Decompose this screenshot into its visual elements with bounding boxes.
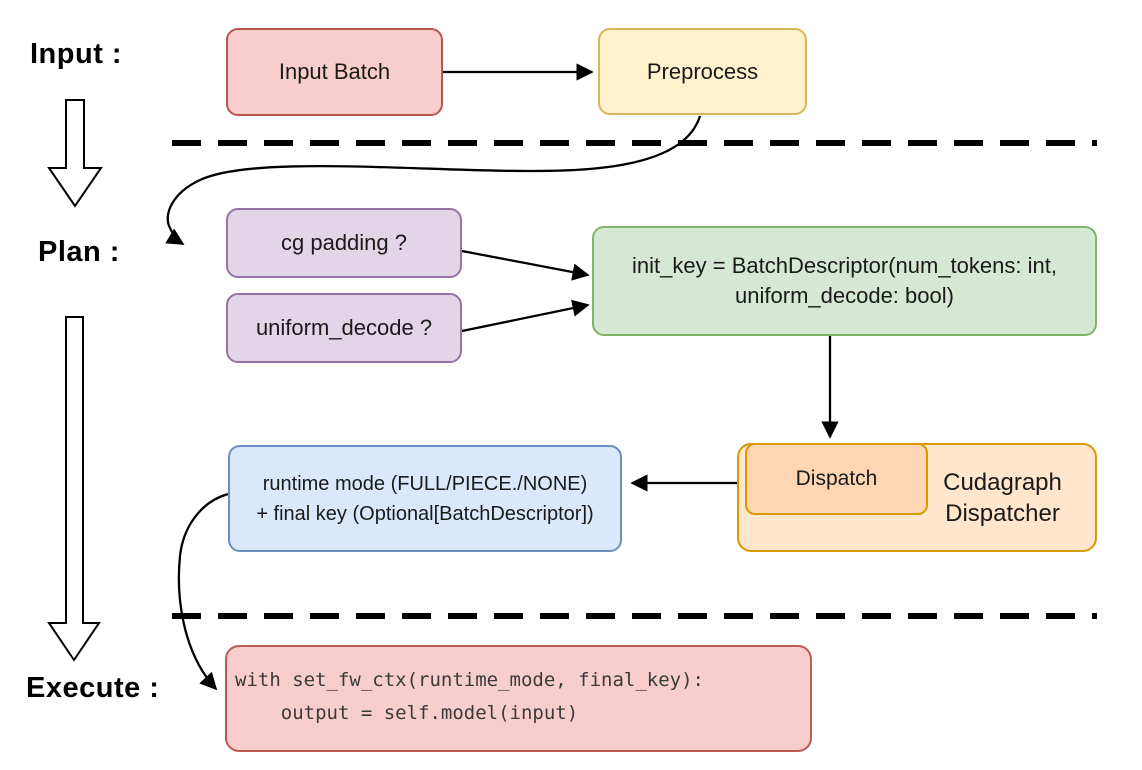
section-label-input: Input : xyxy=(30,38,123,70)
node-init-key-line1: init_key = BatchDescriptor(num_tokens: i… xyxy=(632,253,1057,278)
node-runtime-mode-line2: + final key (Optional[BatchDescriptor]) xyxy=(256,502,594,525)
cudagraph-label-line2: Dispatcher xyxy=(945,499,1060,527)
arrow-uniformdecode-to-initkey xyxy=(461,299,590,333)
execute-code-line1: with set_fw_ctx(runtime_mode, final_key)… xyxy=(235,669,704,691)
node-init-key: init_key = BatchDescriptor(num_tokens: i… xyxy=(592,226,1097,336)
node-cudagraph-dispatcher-label: Cudagraph Dispatcher xyxy=(910,467,1095,529)
hollow-arrow-input-to-plan xyxy=(47,99,103,208)
node-input-batch-label: Input Batch xyxy=(278,59,391,85)
execute-code-line2: output = self.model(input) xyxy=(235,702,579,724)
node-cg-padding-label: cg padding ? xyxy=(281,230,407,256)
node-dispatch-label: Dispatch xyxy=(795,467,878,491)
node-dispatch: Dispatch xyxy=(745,443,928,515)
node-execute-code: with set_fw_ctx(runtime_mode, final_key)… xyxy=(225,645,812,752)
node-input-batch: Input Batch xyxy=(226,28,443,116)
node-preprocess-label: Preprocess xyxy=(646,58,759,84)
arrow-runtimemode-to-code xyxy=(177,492,229,691)
hollow-arrow-plan-to-execute xyxy=(47,316,101,662)
section-label-plan: Plan : xyxy=(38,236,120,268)
node-cg-padding: cg padding ? xyxy=(226,208,462,278)
arrow-cgpadding-to-initkey xyxy=(461,249,590,281)
section-label-execute: Execute : xyxy=(26,672,160,704)
node-runtime-mode: runtime mode (FULL/PIECE./NONE) + final … xyxy=(228,445,622,552)
node-runtime-mode-line1: runtime mode (FULL/PIECE./NONE) xyxy=(262,472,588,495)
node-init-key-line2: uniform_decode: bool) xyxy=(735,283,954,308)
node-uniform-decode-label: uniform_decode ? xyxy=(255,315,433,341)
node-preprocess: Preprocess xyxy=(598,28,807,115)
node-uniform-decode: uniform_decode ? xyxy=(226,293,462,363)
cudagraph-label-line1: Cudagraph xyxy=(943,468,1062,496)
